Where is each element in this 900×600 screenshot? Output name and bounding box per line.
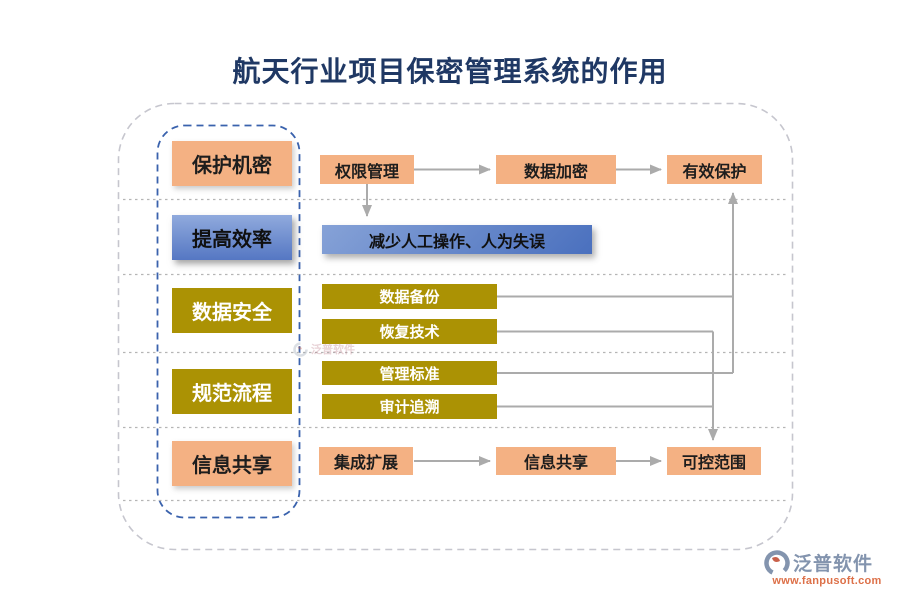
- category-info-sharing: 信息共享: [172, 441, 292, 486]
- watermark-text: 泛普软件: [311, 344, 355, 356]
- node-data-backup: 数据备份: [322, 284, 497, 309]
- category-improve-efficiency: 提高效率: [172, 215, 292, 260]
- node-data-encryption: 数据加密: [496, 155, 616, 184]
- node-effective-protection: 有效保护: [667, 155, 762, 184]
- node-permission-management: 权限管理: [320, 155, 414, 184]
- node-information-sharing: 信息共享: [496, 447, 616, 475]
- brand-url: www.fanpusoft.com: [772, 575, 882, 587]
- node-recovery-technology: 恢复技术: [322, 319, 497, 344]
- category-data-security: 数据安全: [172, 288, 292, 333]
- category-protect-secrets: 保护机密: [172, 141, 292, 186]
- left-column-dashed-frame: [156, 124, 301, 519]
- node-management-standard: 管理标准: [322, 361, 497, 385]
- brand-name: 泛普软件: [793, 554, 874, 575]
- page-title: 航天行业项目保密管理系统的作用: [232, 56, 668, 87]
- row-separators: [123, 198, 788, 502]
- node-audit-traceability: 审计追溯: [322, 394, 497, 419]
- watermark-logo-icon: [293, 341, 308, 357]
- outer-dashed-frame: [117, 102, 794, 551]
- category-standardize-process: 规范流程: [172, 369, 292, 414]
- footer-brand-logo: 泛普软件 www.fanpusoft.com: [764, 549, 890, 587]
- connectors: [362, 164, 738, 466]
- node-controllable-scope: 可控范围: [667, 447, 761, 475]
- node-reduce-manual-errors: 减少人工操作、人为失误: [322, 225, 592, 254]
- center-watermark: 泛普软件: [293, 341, 355, 357]
- fanpu-logo-icon: [764, 549, 790, 576]
- node-integration-expansion: 集成扩展: [319, 447, 413, 475]
